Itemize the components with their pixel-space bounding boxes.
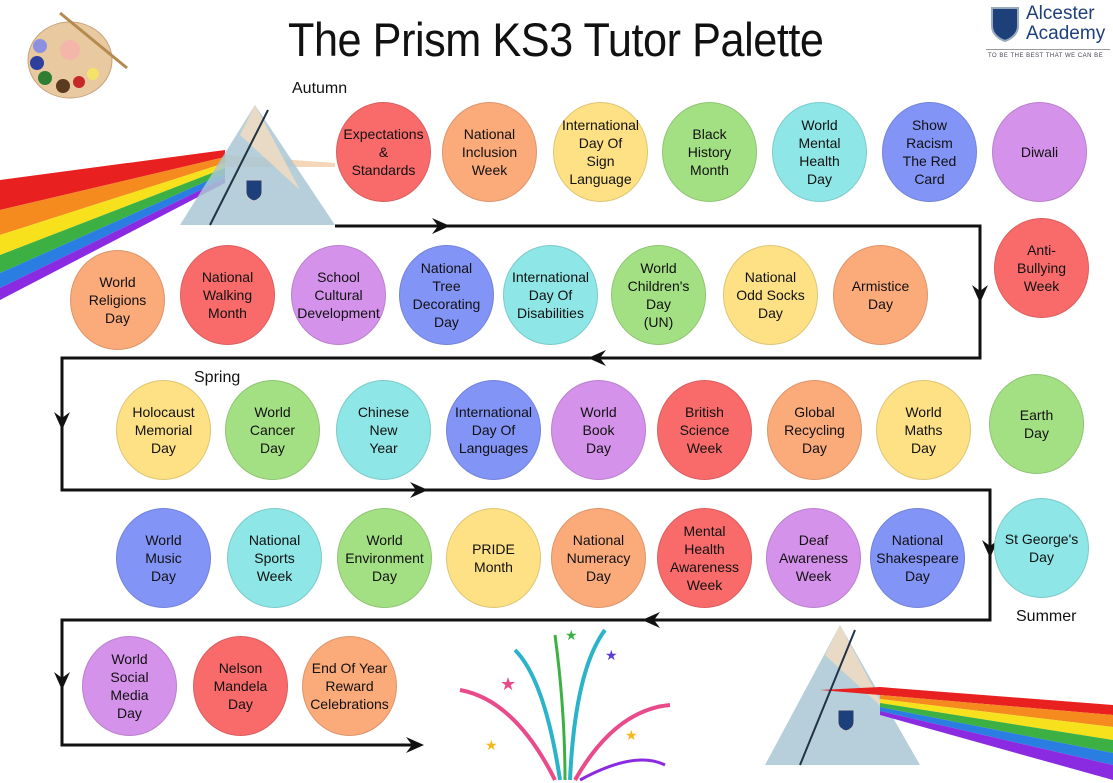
event-label: Chinese New Year xyxy=(357,404,410,456)
event-label: World Music Day xyxy=(145,532,182,584)
event-label: World Maths Day xyxy=(904,404,943,456)
shield-icon xyxy=(991,7,1019,42)
event-circle: National Sports Week xyxy=(227,508,322,608)
event-label: Nelson Mandela Day xyxy=(213,660,268,712)
event-circle: Anti- Bullying Week xyxy=(994,218,1089,318)
event-label: Earth Day xyxy=(1019,407,1054,441)
event-circle: St George's Day xyxy=(994,498,1089,598)
event-label: National Numeracy Day xyxy=(566,532,631,584)
fireworks-image: ★ ★ ★ ★ ★ xyxy=(459,627,671,782)
event-label: School Cultural Development xyxy=(297,269,380,321)
event-label: St George's Day xyxy=(1004,531,1079,565)
event-circle: World Mental Health Day xyxy=(772,102,867,202)
event-label: World Cancer Day xyxy=(249,404,296,456)
event-circle: National Walking Month xyxy=(180,245,275,345)
prism-rainbow-bottom xyxy=(765,625,1113,780)
event-label: Global Recycling Day xyxy=(784,404,845,456)
event-label: International Day Of Languages xyxy=(454,404,533,456)
event-circle: World Environment Day xyxy=(337,508,432,608)
event-circle: National Inclusion Week xyxy=(442,102,537,202)
event-label: Expectations & Standards xyxy=(343,126,424,178)
event-circle: World Music Day xyxy=(116,508,211,608)
event-label: Diwali xyxy=(1020,144,1059,160)
event-circle: International Day Of Sign Language xyxy=(553,102,648,202)
event-circle: World Book Day xyxy=(551,380,646,480)
event-circle: School Cultural Development xyxy=(291,245,386,345)
page-title: The Prism KS3 Tutor Palette xyxy=(288,13,824,66)
event-label: PRIDE Month xyxy=(472,541,515,575)
event-circle: World Social Media Day xyxy=(82,636,177,736)
event-circle: British Science Week xyxy=(657,380,752,480)
event-label: World Mental Health Day xyxy=(798,117,841,187)
event-label: National Walking Month xyxy=(201,269,254,321)
event-circle: Show Racism The Red Card xyxy=(882,102,977,202)
event-label: Show Racism The Red Card xyxy=(902,117,957,187)
event-circle: Global Recycling Day xyxy=(767,380,862,480)
event-circle: Chinese New Year xyxy=(336,380,431,480)
event-label: Holocaust Memorial Day xyxy=(132,404,195,456)
logo-divider xyxy=(986,49,1110,50)
event-circle: National Numeracy Day xyxy=(551,508,646,608)
event-circle: Mental Health Awareness Week xyxy=(657,508,752,608)
event-label: World Environment Day xyxy=(345,532,424,584)
event-label: World Social Media Day xyxy=(110,651,149,721)
event-label: International Day Of Disabilities xyxy=(511,269,590,321)
event-label: World Book Day xyxy=(580,404,617,456)
event-label: National Shakespeare Day xyxy=(876,532,959,584)
event-label: National Tree Decorating Day xyxy=(412,260,481,330)
svg-text:★: ★ xyxy=(625,727,638,743)
event-circle: Diwali xyxy=(992,102,1087,202)
svg-text:★: ★ xyxy=(605,647,618,663)
event-label: National Sports Week xyxy=(248,532,301,584)
svg-text:★: ★ xyxy=(565,627,578,643)
event-circle: Deaf Awareness Week xyxy=(766,508,861,608)
event-label: Deaf Awareness Week xyxy=(778,532,848,584)
prism-rainbow-top xyxy=(0,105,335,300)
event-circle: Expectations & Standards xyxy=(336,102,431,202)
event-label: British Science Week xyxy=(679,404,730,456)
logo-tagline: TO BE THE BEST THAT WE CAN BE xyxy=(988,53,1104,59)
event-circle: Nelson Mandela Day xyxy=(193,636,288,736)
event-label: International Day Of Sign Language xyxy=(561,117,640,187)
season-label-autumn: Autumn xyxy=(292,80,348,97)
event-circle: World Cancer Day xyxy=(225,380,320,480)
event-circle: End Of Year Reward Celebrations xyxy=(302,636,397,736)
event-circle: World Maths Day xyxy=(876,380,971,480)
event-label: National Odd Socks Day xyxy=(736,269,805,321)
event-circle: Holocaust Memorial Day xyxy=(116,380,211,480)
event-circle: International Day Of Languages xyxy=(446,380,541,480)
event-circle: World Religions Day xyxy=(70,250,165,350)
event-label: National Inclusion Week xyxy=(461,126,518,178)
event-label: Mental Health Awareness Week xyxy=(669,523,739,593)
paint-palette-image xyxy=(27,11,128,99)
event-label: Black History Month xyxy=(687,126,732,178)
event-circle: International Day Of Disabilities xyxy=(503,245,598,345)
event-circle: Earth Day xyxy=(989,374,1084,474)
event-label: End Of Year Reward Celebrations xyxy=(310,660,389,712)
event-circle: National Tree Decorating Day xyxy=(399,245,494,345)
event-circle: National Shakespeare Day xyxy=(870,508,965,608)
event-label: World Children's Day (UN) xyxy=(627,260,690,330)
event-circle: Black History Month xyxy=(662,102,757,202)
event-circle: National Odd Socks Day xyxy=(723,245,818,345)
event-circle: PRIDE Month xyxy=(446,508,541,608)
event-circle: World Children's Day (UN) xyxy=(611,245,706,345)
season-label-summer: Summer xyxy=(1016,608,1077,625)
event-label: Anti- Bullying Week xyxy=(1016,242,1067,294)
svg-text:★: ★ xyxy=(500,674,516,694)
season-label-spring: Spring xyxy=(194,369,241,386)
svg-text:★: ★ xyxy=(485,737,498,753)
event-circle: Armistice Day xyxy=(833,245,928,345)
event-label: Armistice Day xyxy=(851,278,910,312)
event-label: World Religions Day xyxy=(88,274,147,326)
